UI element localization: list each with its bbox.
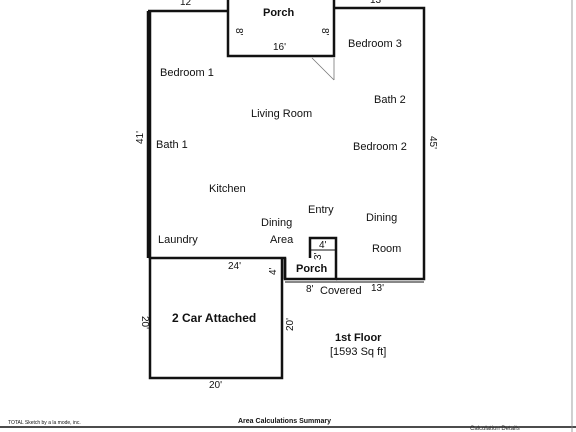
dim-left-wall: 41'	[135, 130, 146, 144]
room-kitchen: Kitchen	[209, 183, 246, 195]
room-bedroom-2: Bedroom 2	[353, 141, 407, 153]
footer-software: TOTAL Sketch by a la mode, inc.	[8, 420, 81, 426]
dim-garage-left: 20'	[139, 316, 150, 330]
dim-garage-right: 20'	[285, 317, 296, 331]
dim-garage-bottom: 20'	[209, 380, 223, 391]
dim-top-right: 13	[370, 0, 382, 6]
room-bath-1: Bath 1	[156, 139, 188, 151]
dim-porch-left-depth: 8'	[233, 28, 244, 36]
room-entry: Entry	[308, 204, 334, 216]
room-dining-right: Dining	[366, 212, 398, 224]
dim-porch-width: 16'	[273, 42, 287, 53]
dim-garage-inner: 4'	[268, 267, 279, 275]
room-bath-2: Bath 2	[374, 94, 406, 106]
dim-porch-small-depth: 3'	[313, 252, 324, 260]
summary-area: [1593 Sq ft]	[330, 346, 387, 358]
dim-porch-small-width: 4'	[319, 240, 327, 251]
dim-bottom-right: 13'	[371, 283, 385, 294]
porch-small-outline	[283, 236, 338, 281]
room-dining-area: Area	[270, 234, 294, 246]
porch-top-outline	[226, 0, 336, 58]
room-room-right: Room	[372, 243, 402, 255]
footer-calc-title: Area Calculations Summary	[238, 418, 331, 425]
room-porch-bottom: Porch	[296, 263, 328, 275]
room-bedroom-3: Bedroom 3	[348, 38, 402, 50]
room-garage: 2 Car Attached	[172, 311, 257, 325]
summary-floor: 1st Floor	[335, 332, 382, 344]
room-bedroom-1: Bedroom 1	[160, 67, 214, 79]
room-dining-left: Dining	[261, 217, 293, 229]
dim-covered-width: 8'	[306, 284, 314, 295]
dim-right-wall: 45'	[427, 136, 438, 150]
room-laundry: Laundry	[158, 234, 198, 246]
footer-calc-details: Calculation Details	[470, 426, 520, 432]
room-living-room: Living Room	[251, 108, 313, 120]
dim-top-left: 12	[180, 0, 192, 8]
room-covered: Covered	[320, 285, 362, 297]
room-porch-top: Porch	[263, 7, 295, 19]
dim-garage-top: 24'	[228, 261, 242, 272]
dim-porch-right-depth: 8'	[319, 28, 330, 36]
garage-outline	[148, 258, 284, 380]
door-swing-leaf	[311, 57, 335, 81]
